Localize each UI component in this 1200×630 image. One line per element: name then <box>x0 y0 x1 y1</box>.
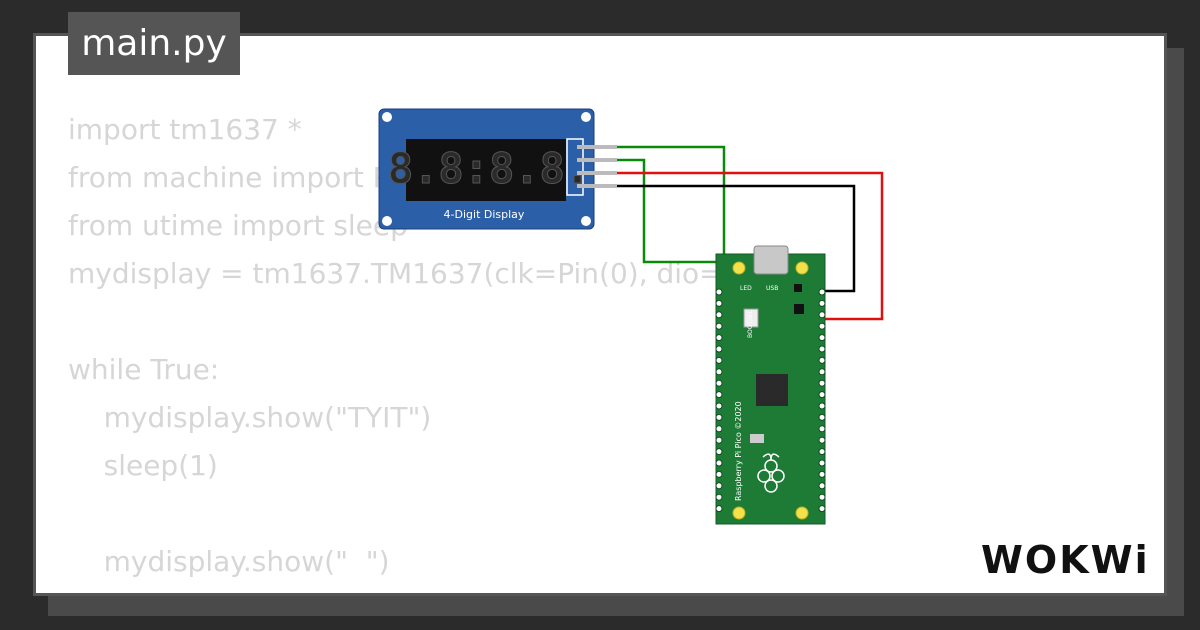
pico-pin[interactable] <box>715 334 723 342</box>
wire-gnd[interactable] <box>617 184 856 293</box>
pico-pin[interactable] <box>715 288 723 296</box>
rp2040-chip <box>756 374 788 406</box>
display-window <box>406 139 566 201</box>
mount-hole <box>581 112 591 122</box>
header-pin[interactable] <box>577 145 617 149</box>
tm1637-display-module[interactable]: 8.8:8.8. 4-Digit Display <box>378 108 617 230</box>
display-digits: 8.8:8.8. <box>388 144 590 193</box>
pin-header <box>566 138 584 196</box>
code-line: import tm1637 * <box>68 113 302 146</box>
board-label: Raspberry Pi Pico ©2020 <box>734 401 743 501</box>
pico-pin[interactable] <box>818 505 826 513</box>
code-line: mydisplay.show(" ") <box>68 545 390 578</box>
mount-hole <box>795 506 809 520</box>
pico-pin[interactable] <box>715 391 723 399</box>
pico-pin[interactable] <box>818 391 826 399</box>
wokwi-logo-text: WOKWi <box>981 538 1150 582</box>
header-pin[interactable] <box>577 184 617 188</box>
mount-hole <box>382 216 392 226</box>
pico-pin[interactable] <box>715 448 723 456</box>
mount-hole <box>732 261 746 275</box>
pico-pin-rows <box>715 288 826 513</box>
pico-pin[interactable] <box>818 288 826 296</box>
debug-pad <box>750 434 764 443</box>
pico-pin[interactable] <box>818 436 826 444</box>
pico-pin[interactable] <box>715 402 723 410</box>
led-label: LED <box>740 285 752 292</box>
pico-pin[interactable] <box>818 413 826 421</box>
file-tab-main-py[interactable]: main.py <box>68 12 240 75</box>
wire-clk[interactable] <box>617 145 726 286</box>
circuit-diagram: 8.8:8.8. 4-Digit Display LED USB BOOTSEL <box>378 108 884 525</box>
pico-pin[interactable] <box>715 425 723 433</box>
code-line: while True: <box>68 353 220 386</box>
pico-pin[interactable] <box>818 356 826 364</box>
mount-hole <box>795 261 809 275</box>
pico-pin[interactable] <box>715 345 723 353</box>
pico-pin[interactable] <box>715 311 723 319</box>
usb-port[interactable] <box>753 245 789 275</box>
bootsel-label: BOOTSEL <box>747 309 754 338</box>
pico-pin[interactable] <box>818 448 826 456</box>
mount-hole <box>382 112 392 122</box>
pico-pin[interactable] <box>715 356 723 364</box>
pico-pin[interactable] <box>818 322 826 330</box>
pico-pin[interactable] <box>715 505 723 513</box>
raspberry-pi-pico-board[interactable]: LED USB BOOTSEL Raspberry Pi Pico ©2020 <box>715 245 826 525</box>
display-label: 4-Digit Display <box>444 208 525 221</box>
pico-pin[interactable] <box>818 334 826 342</box>
pico-pin[interactable] <box>818 470 826 478</box>
flash-chip <box>794 304 804 314</box>
code-line: mydisplay.show("TYIT") <box>68 401 432 434</box>
pico-pin[interactable] <box>818 299 826 307</box>
code-line: sleep(1) <box>68 449 218 482</box>
pico-pin[interactable] <box>715 413 723 421</box>
pico-pin[interactable] <box>818 311 826 319</box>
pico-pin[interactable] <box>818 482 826 490</box>
wire-dio[interactable] <box>617 158 728 286</box>
usb-label: USB <box>766 285 778 292</box>
pico-pin[interactable] <box>818 493 826 501</box>
code-line: from utime import sleep <box>68 209 408 242</box>
pico-pin[interactable] <box>715 493 723 501</box>
raspberry-logo-icon <box>757 453 785 493</box>
pico-pin[interactable] <box>715 368 723 376</box>
pico-pin[interactable] <box>818 402 826 410</box>
wire-vcc[interactable] <box>617 171 884 321</box>
pico-pin[interactable] <box>715 299 723 307</box>
header-pin[interactable] <box>577 171 617 175</box>
wokwi-logo: WOKWi <box>981 538 1150 582</box>
pico-pin[interactable] <box>715 459 723 467</box>
regulator <box>794 284 802 292</box>
mount-hole <box>732 506 746 520</box>
pico-pin[interactable] <box>818 459 826 467</box>
pico-pin[interactable] <box>818 425 826 433</box>
pico-pin[interactable] <box>818 368 826 376</box>
pico-pin[interactable] <box>715 470 723 478</box>
mount-hole <box>581 216 591 226</box>
pico-pin[interactable] <box>715 436 723 444</box>
pico-pin[interactable] <box>818 379 826 387</box>
bootsel-button[interactable] <box>743 308 759 328</box>
pico-pin[interactable] <box>715 379 723 387</box>
header-pin[interactable] <box>577 158 617 162</box>
pico-pin[interactable] <box>715 322 723 330</box>
pico-pin[interactable] <box>818 345 826 353</box>
pico-pin[interactable] <box>715 482 723 490</box>
